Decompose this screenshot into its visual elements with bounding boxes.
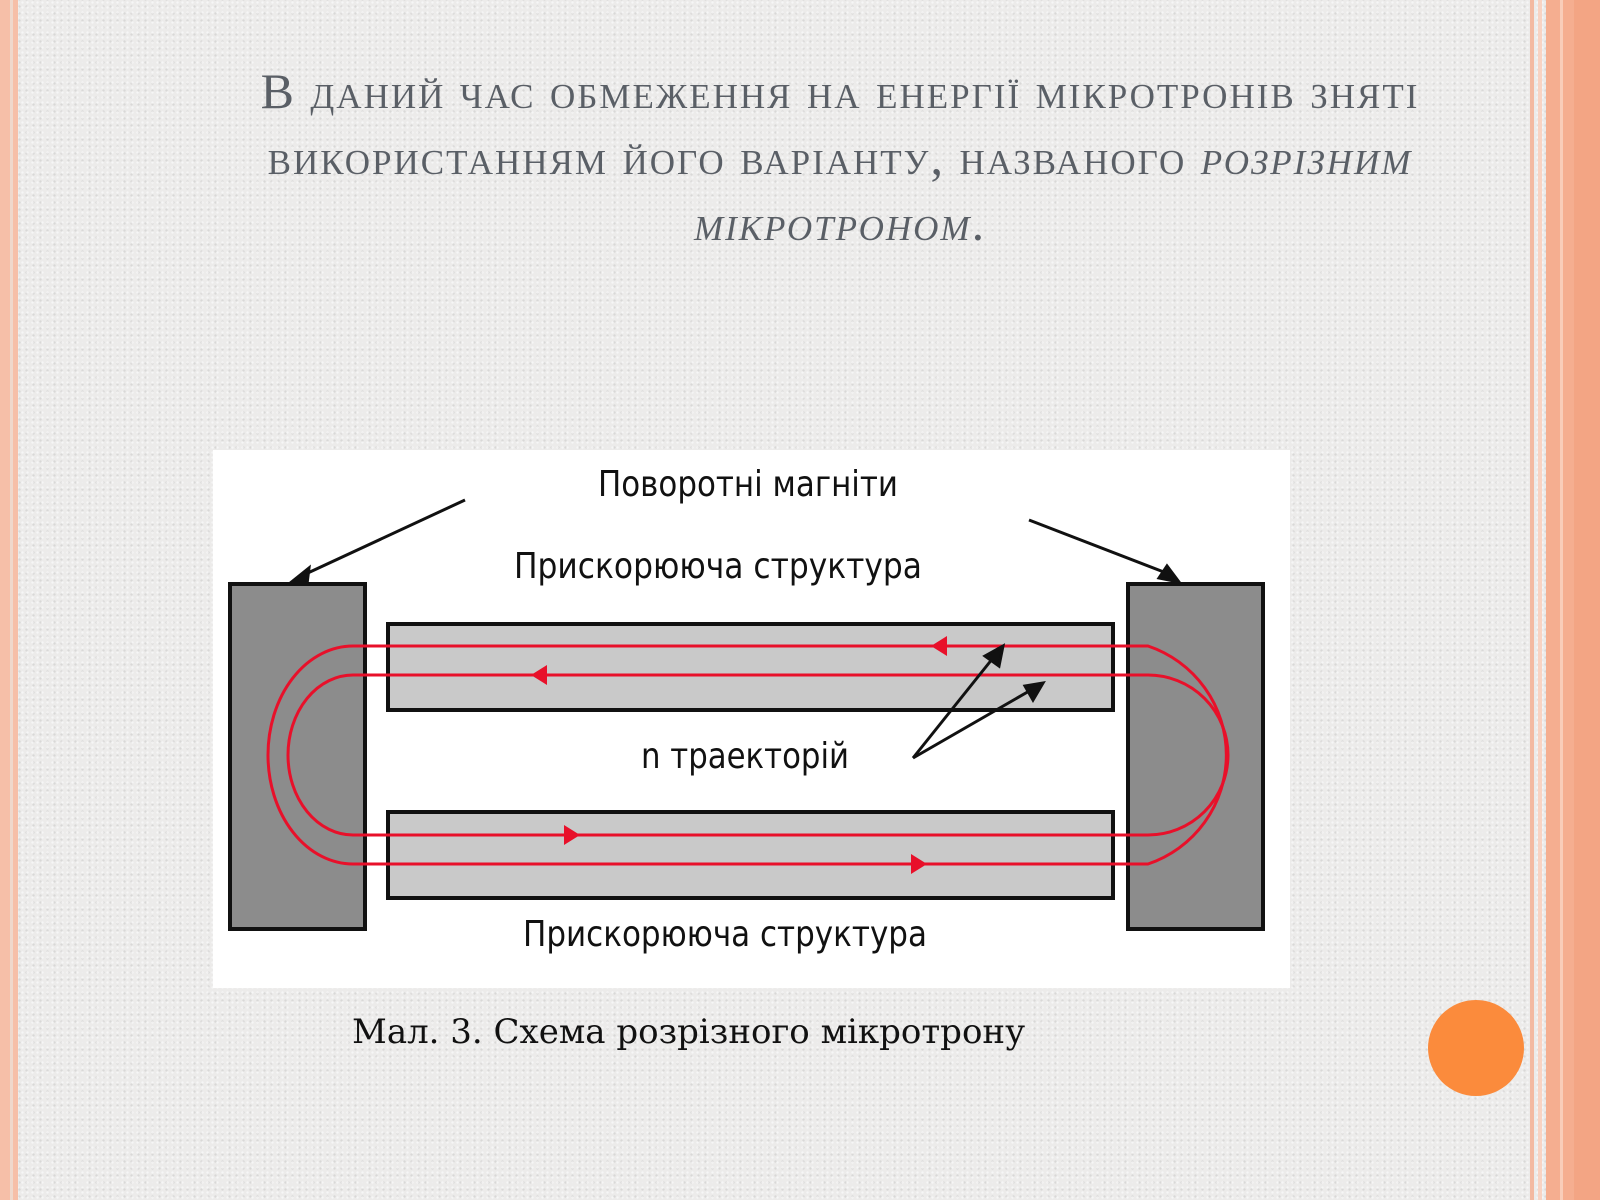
right-border-line <box>1538 0 1542 1200</box>
title-emphasis: розрізним мікротроном <box>693 129 1413 251</box>
bottom-accelerating-structure <box>386 810 1115 900</box>
title-end: . <box>971 195 987 251</box>
right-border-line <box>1530 0 1534 1200</box>
arrowhead-left-magnet <box>284 564 311 586</box>
label-n-trajectories: n траекторій <box>641 736 849 777</box>
outer-trajectory <box>266 644 1228 866</box>
arrow-left-outer <box>931 636 947 656</box>
label-bending-magnets: Поворотні магніти <box>598 464 898 505</box>
arrow-right-inner <box>564 825 580 845</box>
top-accelerating-structure <box>386 622 1115 712</box>
figure-caption: Мал. 3. Схема розрізного мікротрону <box>352 1012 1026 1052</box>
title-text: В даний час обмеження на енергії мікротр… <box>260 63 1420 185</box>
arrow-left-inner <box>531 665 547 685</box>
left-border-stripe <box>0 0 18 1200</box>
magnet-pointer-arrows <box>284 498 1183 586</box>
arrow-right-outer <box>911 854 927 874</box>
slide-title: В даний час обмеження на енергії мікротр… <box>150 58 1530 256</box>
arrowhead-trajectory-2 <box>1022 680 1046 703</box>
right-bending-magnet <box>1126 582 1265 931</box>
microtron-diagram-svg: Поворотні магніти Прискорююча структура … <box>228 464 1265 955</box>
beam-trajectories <box>266 644 1230 866</box>
inner-trajectory <box>286 673 1230 837</box>
beam-direction-arrows <box>531 636 947 874</box>
left-bending-magnet <box>228 582 367 931</box>
microtron-diagram: Поворотні магніти Прискорююча структура … <box>213 450 1290 988</box>
label-accelerating-structure-bottom: Прискорююча структура <box>523 914 927 955</box>
arrowhead-right-magnet <box>1156 563 1183 585</box>
label-accelerating-structure-top: Прискорююча структура <box>514 546 922 587</box>
right-border-band <box>1546 0 1600 1200</box>
trajectory-pointer-arrows <box>911 643 1046 760</box>
arrowhead-trajectory-1 <box>982 643 1006 669</box>
decorative-circle <box>1428 1000 1524 1096</box>
